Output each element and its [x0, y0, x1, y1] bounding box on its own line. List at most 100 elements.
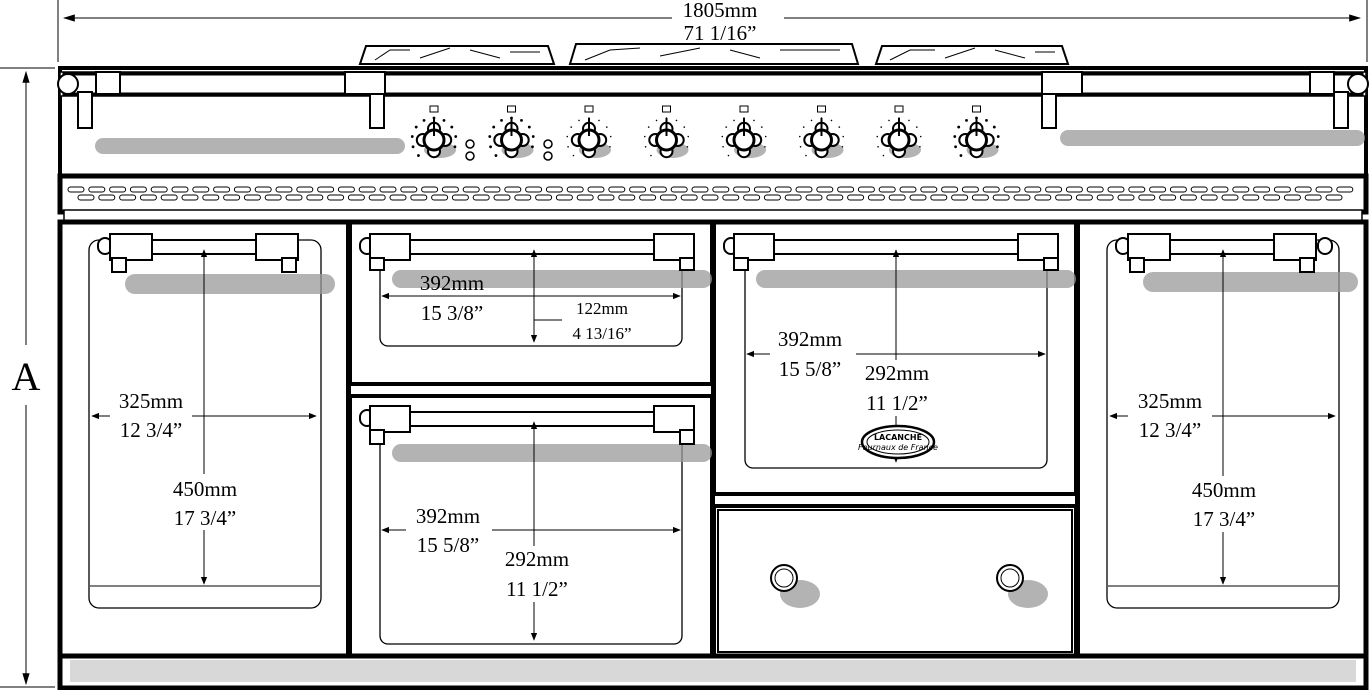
vent-slot: [1003, 186, 1021, 193]
control-knob[interactable]: [410, 105, 458, 159]
vent-slot: [920, 186, 938, 193]
vent-slot: [535, 194, 553, 201]
right-middle-oven-height-mm: 292mm: [865, 361, 929, 385]
vent-slot: [691, 186, 709, 193]
vent-slot: [358, 186, 376, 193]
vent-slot: [608, 186, 626, 193]
brand-tagline: Fournaux de France: [858, 443, 938, 452]
vent-slot: [77, 194, 95, 201]
vent-slot: [837, 186, 855, 193]
vent-slot: [629, 186, 647, 193]
vent-slot: [306, 194, 324, 201]
vent-slot: [1138, 194, 1156, 201]
vent-slot: [504, 186, 522, 193]
right-oven-width-mm: 325mm: [1138, 389, 1202, 413]
top-oven-height-inch: 4 13/16”: [572, 324, 631, 343]
control-knob[interactable]: [876, 105, 922, 159]
vent-slot: [763, 194, 781, 201]
vent-slot: [733, 186, 751, 193]
right-middle-oven-width-mm: 392mm: [778, 327, 842, 351]
vent-slot: [1149, 186, 1167, 193]
overall-width-dimension: 1805mm 71 1/16”: [57, 0, 1368, 62]
vent-slot: [1107, 186, 1125, 193]
overall-width-inch: 71 1/16”: [684, 21, 757, 45]
storage-drawer: [717, 509, 1073, 653]
vent-slot: [1315, 186, 1333, 193]
towel-rail: [62, 72, 1364, 96]
brand-name: LACANCHE: [874, 433, 922, 442]
brand-badge: LACANCHE Fournaux de France: [858, 424, 938, 460]
vent-slot: [659, 194, 677, 201]
right-middle-oven-width-inch: 15 5/8”: [779, 357, 841, 381]
bottom-oven-height-inch: 11 1/2”: [506, 577, 568, 601]
vent-slot: [483, 186, 501, 193]
right-oven-height-mm: 450mm: [1192, 478, 1256, 502]
vent-slot: [805, 194, 823, 201]
control-panel: [57, 66, 1369, 178]
vent-slot: [1221, 194, 1239, 201]
vent-slot: [421, 186, 439, 193]
vent-slot: [400, 186, 418, 193]
top-oven-width-mm: 392mm: [420, 271, 484, 295]
control-knob[interactable]: [643, 105, 690, 159]
vent-slot: [379, 186, 397, 193]
vent-slot: [1294, 186, 1312, 193]
control-knob[interactable]: [798, 105, 845, 159]
vent-slot: [857, 186, 875, 193]
vent-slot: [1013, 194, 1031, 201]
vent-slot: [233, 186, 251, 193]
vent-slot: [1200, 194, 1218, 201]
vent-slot: [1024, 186, 1042, 193]
vent-slot: [472, 194, 490, 201]
vent-slot: [961, 186, 979, 193]
vent-slot: [971, 194, 989, 201]
vent-slot: [462, 186, 480, 193]
control-knob[interactable]: [953, 105, 1000, 159]
indicator-light: [543, 151, 553, 161]
bottom-oven-width-inch: 15 5/8”: [417, 533, 479, 557]
control-knob[interactable]: [566, 105, 612, 159]
vent-slot: [795, 186, 813, 193]
vent-slot: [743, 194, 761, 201]
indicator-light: [543, 139, 553, 149]
control-knob[interactable]: [488, 105, 535, 159]
vent-slot: [1065, 186, 1083, 193]
vent-slot: [160, 194, 178, 201]
vent-slot: [150, 186, 168, 193]
vent-slot: [639, 194, 657, 201]
vent-slot: [213, 186, 231, 193]
vent-slot: [410, 194, 428, 201]
vent-slot: [982, 186, 1000, 193]
vent-slot: [525, 186, 543, 193]
control-knob[interactable]: [721, 105, 767, 159]
right-oven: 325mm 12 3/4” 450mm 17 3/4”: [1106, 233, 1358, 609]
vent-slot: [1128, 186, 1146, 193]
right-middle-oven: 392mm 15 5/8” 292mm 11 1/2” LACANCHE Fou…: [723, 233, 1076, 469]
vent-slot: [1075, 194, 1093, 201]
vent-slot: [1232, 186, 1250, 193]
vent-slot: [1253, 186, 1271, 193]
vent-slot: [555, 194, 573, 201]
vent-slot: [992, 194, 1010, 201]
vent-slot: [888, 194, 906, 201]
vent-slot: [941, 186, 959, 193]
vent-slot: [753, 186, 771, 193]
vent-slot: [576, 194, 594, 201]
bottom-oven-height-mm: 292mm: [505, 547, 569, 571]
vent-slot: [139, 194, 157, 201]
vent-strip: [57, 173, 1369, 223]
vent-slot: [649, 186, 667, 193]
vent-slot: [88, 186, 106, 193]
vent-slot: [171, 186, 189, 193]
vent-slot: [1211, 186, 1229, 193]
vent-slot: [1190, 186, 1208, 193]
vent-slot: [1242, 194, 1260, 201]
indicator-light: [465, 151, 475, 161]
control-knobs: [410, 105, 1000, 161]
vent-slot: [816, 186, 834, 193]
vent-slot: [774, 186, 792, 193]
vent-slot: [1055, 194, 1073, 201]
vent-slot: [285, 194, 303, 201]
vent-slot: [680, 194, 698, 201]
